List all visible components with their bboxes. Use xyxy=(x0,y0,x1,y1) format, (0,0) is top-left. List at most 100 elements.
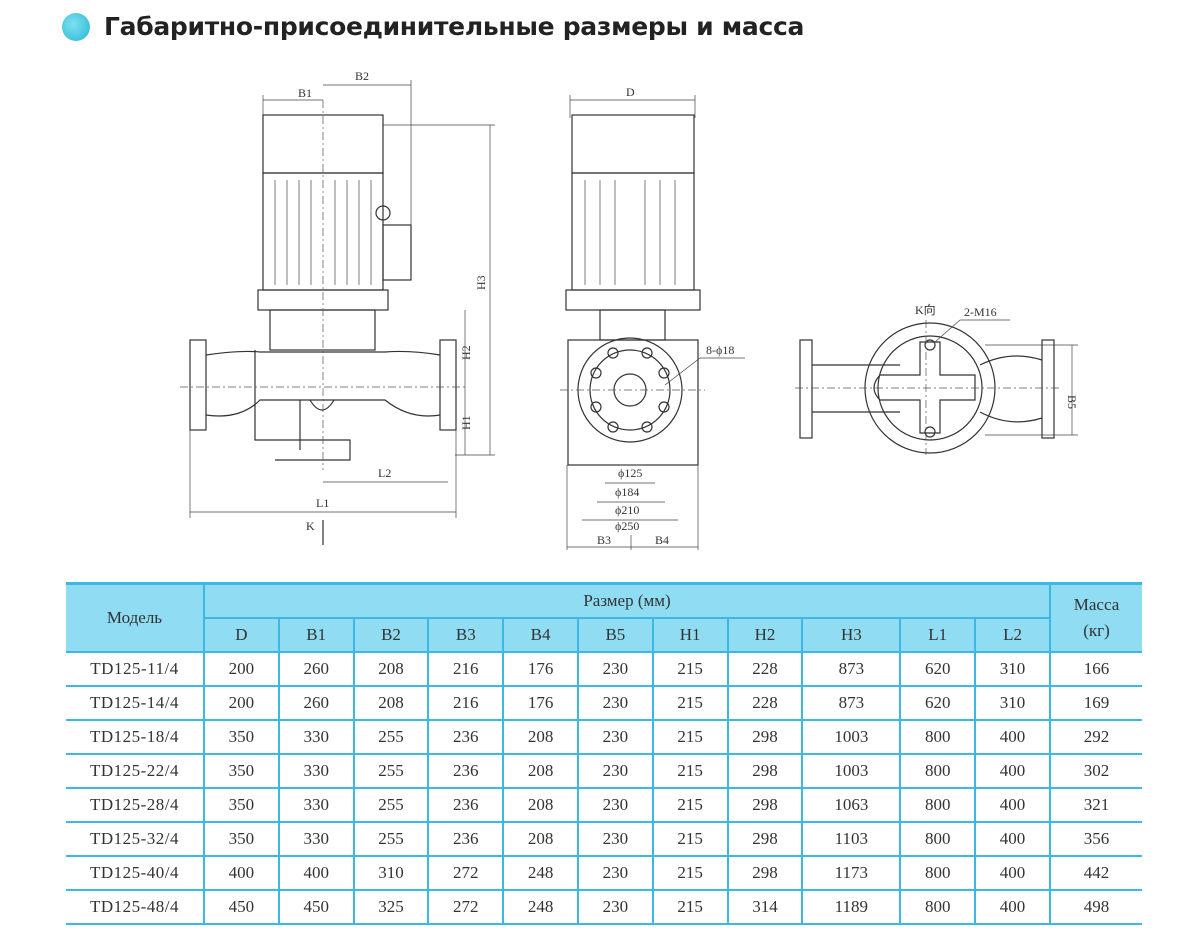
header-col-l1: L1 xyxy=(899,617,977,653)
value-cell-h1: 215 xyxy=(651,651,729,687)
value-cell-h1: 215 xyxy=(651,787,729,823)
header-col-b5: B5 xyxy=(576,617,654,653)
section-title: Габаритно-присоединительные размеры и ма… xyxy=(62,12,804,41)
side-view-drawing: D 8-ϕ18 ϕ125 ϕ184 ϕ210 ϕ250 B3 B4 xyxy=(560,85,745,550)
value-cell-b3: 272 xyxy=(427,855,505,891)
value-cell-l1: 800 xyxy=(899,821,977,857)
mass-cell: 302 xyxy=(1049,753,1142,789)
dimension-label: ϕ250 xyxy=(615,519,639,533)
dimension-label: B1 xyxy=(298,86,312,100)
value-cell-b4: 248 xyxy=(502,855,579,891)
mass-cell: 442 xyxy=(1049,855,1142,891)
value-cell-b2: 208 xyxy=(352,685,430,721)
value-cell-b5: 230 xyxy=(576,855,654,891)
value-cell-b4: 176 xyxy=(502,651,579,687)
value-cell-l2: 310 xyxy=(974,685,1051,721)
dimension-label: D xyxy=(626,85,635,99)
value-cell-l1: 800 xyxy=(899,719,977,755)
value-cell-l2: 400 xyxy=(974,889,1051,925)
value-cell-h1: 215 xyxy=(651,719,729,755)
value-cell-h3: 873 xyxy=(801,685,902,721)
header-model: Модель xyxy=(66,582,205,653)
dimension-label: B2 xyxy=(355,69,369,83)
mass-cell: 292 xyxy=(1049,719,1142,755)
dimension-label: H1 xyxy=(459,415,473,430)
value-cell-h3: 1173 xyxy=(801,855,902,891)
value-cell-b3: 272 xyxy=(427,889,505,925)
value-cell-d: 450 xyxy=(203,889,280,925)
model-cell: TD125-11/4 xyxy=(66,651,205,687)
value-cell-h1: 215 xyxy=(651,889,729,925)
dimension-label: 2-M16 xyxy=(964,305,997,319)
value-cell-h2: 298 xyxy=(726,787,804,823)
value-cell-h3: 1103 xyxy=(801,821,902,857)
dimension-label: H2 xyxy=(459,345,473,360)
dimension-label: B5 xyxy=(1065,395,1079,409)
value-cell-b5: 230 xyxy=(576,719,654,755)
value-cell-h1: 215 xyxy=(651,855,729,891)
page-title: Габаритно-присоединительные размеры и ма… xyxy=(104,12,805,41)
value-cell-h1: 215 xyxy=(651,821,729,857)
model-cell: TD125-32/4 xyxy=(66,821,205,857)
value-cell-h1: 215 xyxy=(651,753,729,789)
value-cell-b3: 216 xyxy=(427,685,505,721)
mass-cell: 169 xyxy=(1049,685,1142,721)
value-cell-b4: 208 xyxy=(502,787,579,823)
value-cell-l2: 400 xyxy=(974,719,1051,755)
mass-cell: 356 xyxy=(1049,821,1142,857)
dimension-label: L2 xyxy=(378,466,391,480)
value-cell-b3: 236 xyxy=(427,821,505,857)
value-cell-b1: 330 xyxy=(277,753,355,789)
model-cell: TD125-14/4 xyxy=(66,685,205,721)
value-cell-h3: 1003 xyxy=(801,719,902,755)
value-cell-h2: 298 xyxy=(726,753,804,789)
value-cell-d: 200 xyxy=(203,685,280,721)
value-cell-h2: 298 xyxy=(726,855,804,891)
model-cell: TD125-18/4 xyxy=(66,719,205,755)
value-cell-h2: 314 xyxy=(726,889,804,925)
value-cell-b2: 255 xyxy=(352,821,430,857)
value-cell-b2: 208 xyxy=(352,651,430,687)
header-col-b4: B4 xyxy=(502,617,579,653)
model-cell: TD125-40/4 xyxy=(66,855,205,891)
value-cell-h2: 298 xyxy=(726,821,804,857)
pump-drawings: B1 B2 H3 H2 H1 L2 L1 K D xyxy=(180,69,1079,550)
mass-cell: 166 xyxy=(1049,651,1142,687)
value-cell-d: 350 xyxy=(203,719,280,755)
header-col-b3: B3 xyxy=(427,617,505,653)
value-cell-b2: 310 xyxy=(352,855,430,891)
value-cell-l1: 620 xyxy=(899,651,977,687)
value-cell-l2: 400 xyxy=(974,753,1051,789)
dimension-label: ϕ184 xyxy=(615,485,639,499)
value-cell-b1: 260 xyxy=(277,685,355,721)
value-cell-b5: 230 xyxy=(576,685,654,721)
value-cell-b3: 236 xyxy=(427,719,505,755)
value-cell-b5: 230 xyxy=(576,821,654,857)
value-cell-b2: 255 xyxy=(352,719,430,755)
dimension-label: ϕ125 xyxy=(618,466,642,480)
value-cell-d: 400 xyxy=(203,855,280,891)
model-cell: TD125-48/4 xyxy=(66,889,205,925)
model-cell: TD125-28/4 xyxy=(66,787,205,823)
dimension-label: K xyxy=(306,519,315,533)
value-cell-h1: 215 xyxy=(651,685,729,721)
value-cell-b5: 230 xyxy=(576,651,654,687)
value-cell-d: 350 xyxy=(203,821,280,857)
value-cell-b5: 230 xyxy=(576,889,654,925)
header-size: Размер (мм) xyxy=(203,582,1051,619)
value-cell-b1: 450 xyxy=(277,889,355,925)
dimension-label: K向 xyxy=(915,302,936,317)
value-cell-h3: 1189 xyxy=(801,889,902,925)
header-mass: Масса (кг) xyxy=(1049,582,1142,653)
dimension-label: B4 xyxy=(655,533,669,547)
value-cell-b1: 330 xyxy=(277,787,355,823)
value-cell-b4: 248 xyxy=(502,889,579,925)
bottom-view-drawing: K向 2-M16 B5 xyxy=(795,302,1079,455)
value-cell-b3: 216 xyxy=(427,651,505,687)
